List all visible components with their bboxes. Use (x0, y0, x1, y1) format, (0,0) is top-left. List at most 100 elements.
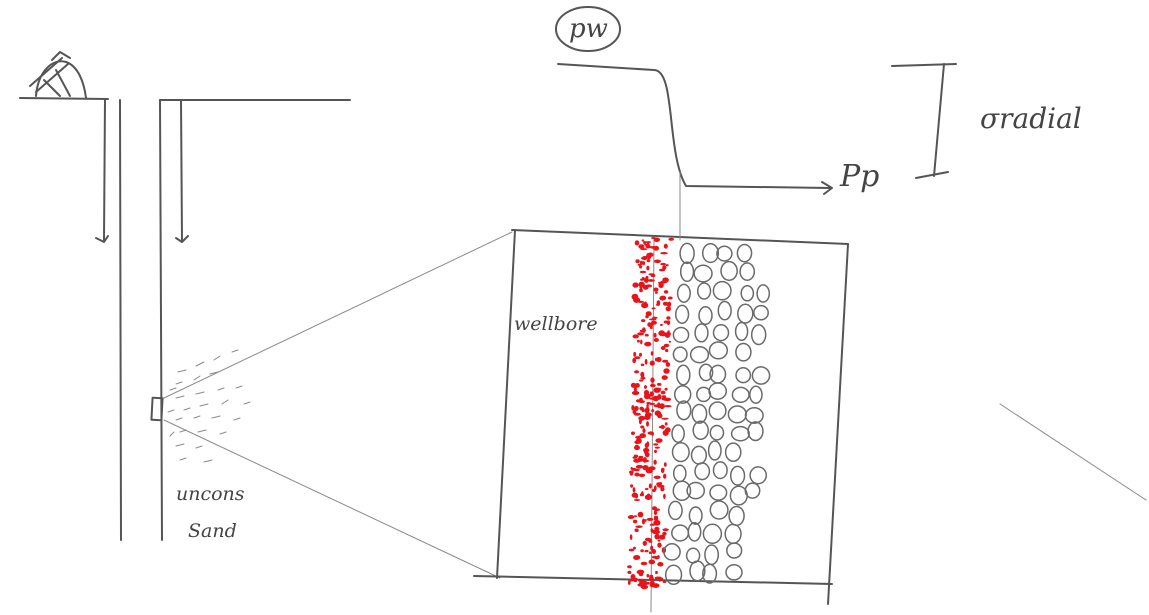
sand-grain (690, 445, 708, 465)
sand-grain (676, 400, 692, 421)
red-particle (665, 302, 672, 307)
red-particle (668, 237, 674, 241)
sand-grain (735, 342, 752, 362)
sand-grain (674, 304, 690, 324)
sand-grain (689, 345, 710, 364)
red-particle (636, 457, 644, 462)
sand-grain (694, 323, 709, 343)
red-particle (638, 244, 645, 250)
sand-grain (720, 260, 738, 281)
red-particle (665, 362, 671, 367)
red-particle (644, 341, 652, 347)
red-particle (645, 581, 650, 585)
red-particle (647, 279, 655, 282)
red-particle (647, 431, 654, 435)
red-particle (632, 487, 636, 493)
red-particle (659, 295, 666, 301)
red-particle (653, 237, 660, 243)
red-particle (639, 288, 643, 293)
red-particle (645, 284, 653, 288)
red-particle (664, 405, 672, 408)
red-particle (631, 293, 639, 300)
red-particle (645, 314, 649, 319)
red-particle (633, 468, 640, 472)
red-particle (635, 435, 642, 439)
sand-grain (673, 385, 692, 404)
red-particle (646, 467, 654, 471)
sand-grain (731, 386, 750, 403)
sand-label: Sand (188, 520, 237, 542)
red-particle (657, 542, 662, 548)
red-particle (653, 519, 661, 526)
red-particle (631, 405, 635, 411)
red-particle (634, 528, 639, 532)
red-particle (665, 264, 669, 267)
red-particle (633, 499, 641, 501)
red-particle (649, 246, 657, 249)
sand-grain (679, 261, 695, 283)
sand-grain (672, 464, 687, 483)
red-particle (664, 387, 668, 391)
red-particle (648, 551, 652, 554)
sand-grain (716, 245, 733, 262)
red-particle (650, 383, 655, 387)
sand-grain (679, 242, 695, 265)
red-particle (639, 260, 643, 265)
red-particle (648, 273, 655, 276)
red-particle (649, 523, 656, 526)
red-particle (659, 332, 667, 337)
red-particle (631, 390, 640, 396)
red-particle (662, 528, 669, 532)
red-particle (661, 417, 669, 420)
red-particle (660, 252, 668, 255)
red-particle (662, 277, 669, 283)
red-particle (643, 393, 651, 400)
red-particle (636, 339, 640, 343)
sand-grain (726, 542, 743, 559)
sigma-radial-label: σradial (980, 102, 1082, 135)
sand-grain (663, 543, 681, 561)
red-particle (660, 390, 666, 395)
red-particle (656, 303, 660, 306)
sand-grain (672, 346, 688, 363)
red-particle (633, 515, 638, 518)
red-particle (639, 379, 644, 382)
red-particle (656, 356, 662, 363)
red-particle (640, 377, 646, 380)
red-particle (657, 562, 664, 567)
red-particle (653, 459, 657, 465)
red-particle (652, 395, 659, 402)
red-particle (651, 555, 659, 559)
sand-grain (753, 304, 769, 321)
red-particle (654, 446, 660, 449)
red-particle (644, 277, 649, 284)
red-particle (641, 256, 645, 260)
red-particle (663, 243, 668, 249)
red-particle (661, 375, 668, 380)
red-particle (635, 464, 644, 469)
sand-grain (717, 300, 732, 321)
stray-line (999, 403, 1147, 501)
red-particle (631, 431, 635, 435)
red-particle (646, 469, 653, 473)
red-particle (655, 515, 659, 521)
red-particle (666, 332, 671, 336)
red-particle (640, 549, 644, 553)
sand-grain (702, 563, 718, 584)
red-particle (650, 545, 654, 551)
red-particle (633, 555, 641, 560)
sand-grain (727, 405, 747, 424)
wellbore-casing (95, 98, 351, 541)
red-particle (649, 576, 654, 582)
red-particle (627, 580, 631, 585)
red-particle (642, 540, 647, 546)
sand-grain (687, 522, 702, 542)
red-particle (640, 339, 643, 345)
red-particle (659, 403, 665, 410)
red-particle (649, 402, 655, 406)
red-particle (660, 346, 666, 350)
sand-grain-field (663, 242, 771, 586)
red-particle (651, 391, 654, 397)
red-particle (638, 473, 646, 477)
red-particle (646, 265, 650, 271)
